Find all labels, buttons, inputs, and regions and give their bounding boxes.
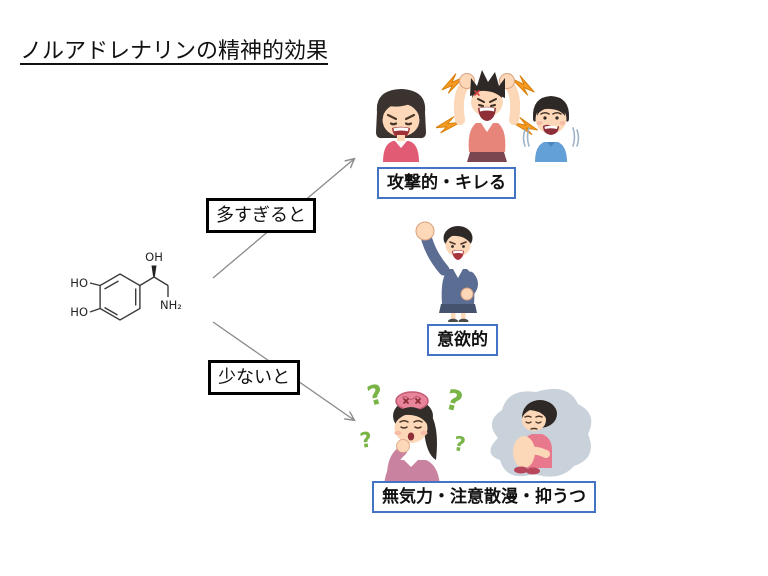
oh-label: OH xyxy=(145,250,163,264)
branch-label-too-much: 多すぎると xyxy=(206,198,316,233)
question-mark-icon: ? xyxy=(364,379,387,413)
nh2-label: NH₂ xyxy=(160,298,182,312)
question-mark-icon: ? xyxy=(442,383,466,419)
depressed-child-icon xyxy=(490,388,592,477)
angry-woman-icon xyxy=(376,89,426,162)
rage-person-icon xyxy=(436,70,538,162)
confused-woman-icon: ? ? ? ? xyxy=(358,379,467,490)
ho-label-top: HO xyxy=(70,276,88,290)
page-title: ノルアドレナリンの精神的効果 xyxy=(20,38,329,63)
branch-label-too-little: 少ないと xyxy=(208,360,300,395)
outcome-label-aggressive: 攻撃的・キレる xyxy=(377,167,516,200)
outcome-label-motivated: 意欲的 xyxy=(427,324,498,357)
fist-pump-person-icon xyxy=(415,221,478,322)
scared-boy-icon xyxy=(522,96,580,162)
ho-label-bottom: HO xyxy=(70,305,88,319)
noradrenaline-structure: HO HO OH NH₂ xyxy=(70,250,182,321)
wedge-bond xyxy=(151,265,157,277)
question-mark-icon: ? xyxy=(358,427,373,452)
question-mark-icon: ? xyxy=(452,431,467,456)
outcome-label-apathetic: 無気力・注意散漫・抑うつ xyxy=(372,481,596,514)
